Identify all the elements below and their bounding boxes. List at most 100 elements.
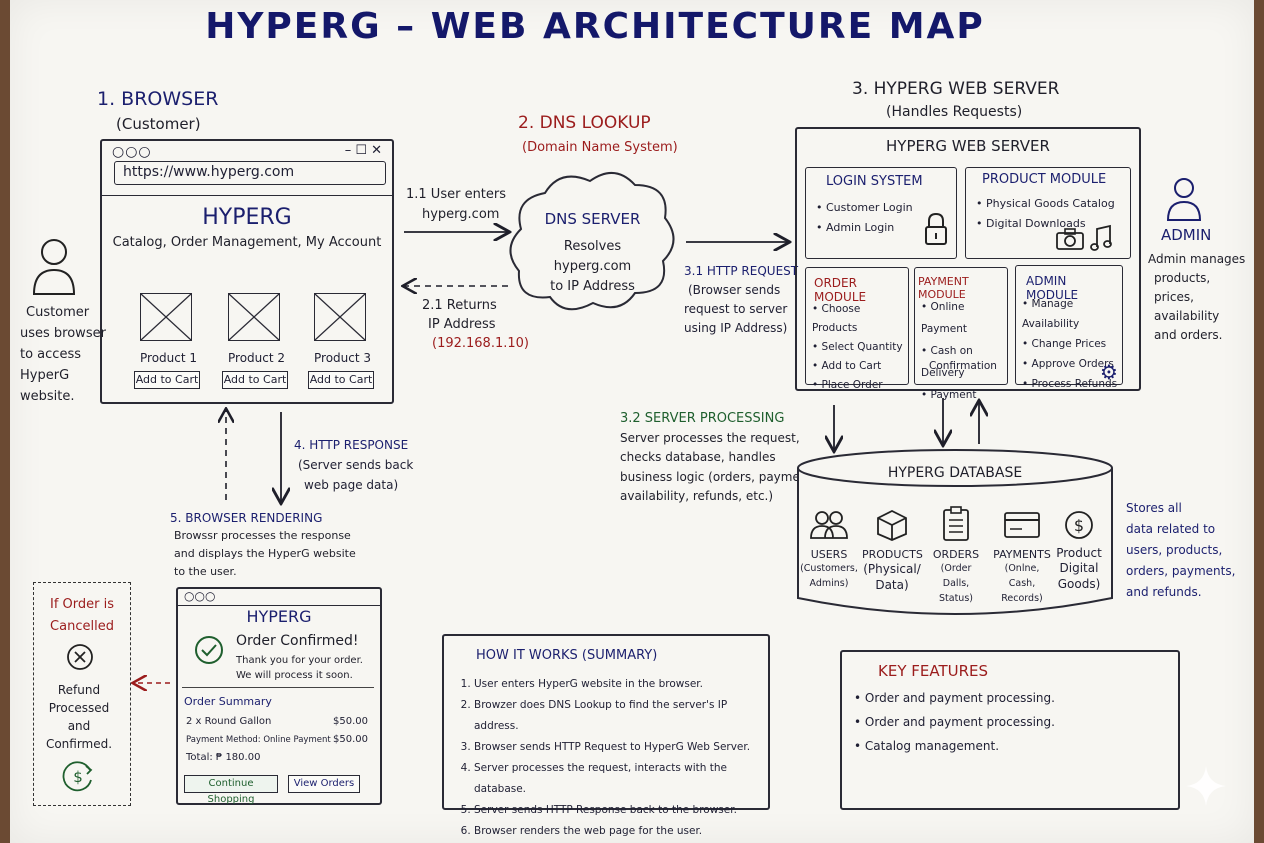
browser-brand: HYPERG	[202, 205, 292, 230]
cancelled-box	[33, 582, 131, 806]
db-table-orders: ORDERS (Order Dalls, Status)	[926, 506, 986, 606]
admin-item: Manage Availability	[1022, 294, 1122, 334]
url-text: https://www.hyperg.com	[123, 164, 295, 180]
product-module-title: PRODUCT MODULE	[982, 172, 1107, 187]
sparkle-icon	[1186, 766, 1226, 806]
padlock-icon	[925, 212, 947, 245]
payment-item-continued: Confirmation	[929, 360, 997, 372]
dns-server-description: Resolves hyperg.com to IP Address	[550, 239, 635, 294]
payment-item: Payment	[921, 384, 1007, 406]
camera-icon	[1056, 228, 1084, 250]
feature-item: Order and payment processing.	[854, 710, 1055, 734]
window-controls[interactable]: – ☐ ✕	[344, 143, 382, 158]
refund-dollar-icon: $	[62, 761, 93, 792]
how-it-works-box: HOW IT WORKS (SUMMARY) User enters Hyper…	[442, 634, 770, 837]
how-step: Browser sends HTTP Request to HyperG Web…	[474, 737, 768, 758]
step-4-label: 4. HTTP RESPONSE (Server sends back web …	[294, 438, 414, 492]
feature-item: Order and payment processing.	[854, 686, 1055, 710]
window-dots: ○○○	[184, 589, 216, 603]
key-features-title: KEY FEATURES	[878, 662, 989, 680]
customer-person-icon	[32, 239, 76, 295]
browser-heading: 1. BROWSER	[97, 88, 219, 110]
customer-description: Customer uses browser to access HyperG w…	[20, 305, 106, 404]
dns-server-label: DNS SERVER	[544, 210, 641, 228]
admin-item: Approve Orders	[1022, 354, 1122, 374]
order-confirmation-window: ○○○ HYPERG Order Confirmed! Thank you fo…	[176, 587, 382, 805]
check-circle-icon	[195, 636, 223, 664]
clipboard-icon	[943, 506, 969, 541]
payment-item: Online Payment	[921, 296, 1007, 340]
server-heading: 3. HYPERG WEB SERVER	[852, 79, 1060, 99]
server-subheading: (Handles Requests)	[886, 104, 1023, 120]
web-server-box: HYPERG WEB SERVER LOGIN SYSTEM Customer …	[795, 127, 1141, 401]
login-item: Customer Login	[816, 198, 913, 218]
db-table-digital: $ Product Digital Goods)	[1052, 510, 1106, 592]
add-to-cart-button-1[interactable]: Add to Cart	[134, 371, 200, 389]
key-features-box: KEY FEATURES Order and payment processin…	[840, 650, 1180, 810]
box-icon	[877, 509, 907, 541]
database-cylinder	[797, 449, 1113, 615]
admin-label: ADMIN	[1161, 226, 1212, 244]
step-5-label: 5. BROWSER RENDERING Browssr processes t…	[170, 511, 356, 578]
browser-nav[interactable]: Catalog, Order Management, My Account	[112, 235, 382, 250]
db-table-products: PRODUCTS (Physical/ Data)	[862, 508, 923, 593]
view-orders-button[interactable]: View Orders	[288, 775, 360, 793]
payment-module: PAYMENT MODULE Online Payment Cash on De…	[914, 267, 1008, 401]
window-dots: ○○○	[112, 144, 152, 160]
users-icon	[810, 511, 848, 539]
confirm-title: Order Confirmed!	[236, 633, 359, 649]
admin-item: Change Prices	[1022, 334, 1122, 354]
admin-module: ADMIN MODULE Manage Availability Change …	[1015, 265, 1123, 390]
music-note-icon	[1090, 224, 1112, 251]
add-to-cart-button-3[interactable]: Add to Cart	[308, 371, 374, 389]
product-1-name: Product 1	[140, 351, 198, 365]
cancelled-label: If Order is Cancelled	[49, 597, 114, 634]
credit-card-icon	[1004, 512, 1040, 538]
admin-description: Admin manages products, prices, availabi…	[1148, 252, 1246, 342]
how-step: Browzer does DNS Lookup to find the serv…	[474, 695, 768, 737]
admin-person-icon	[1166, 178, 1202, 221]
login-system-module: LOGIN SYSTEM Customer Login Admin Login	[805, 167, 957, 259]
how-it-works-title: HOW IT WORKS (SUMMARY)	[476, 648, 658, 663]
order-item: Choose Products	[812, 300, 908, 338]
db-table-payments: PAYMENTS (Onlne, Cash, Records)	[990, 512, 1054, 606]
database-title: HYPERG DATABASE	[887, 465, 1023, 481]
dns-subheading: (Domain Name System)	[522, 140, 678, 155]
dollar-coin-icon: $	[1065, 511, 1093, 539]
payment-item: Cash on Delivery	[921, 340, 1007, 384]
svg-text:$: $	[1074, 516, 1084, 535]
product-2-name: Product 2	[228, 351, 286, 365]
product-3-image	[314, 293, 366, 341]
add-to-cart-button-2[interactable]: Add to Cart	[222, 371, 288, 389]
product-item: Physical Goods Catalog	[976, 194, 1115, 214]
summary-row: Total: ₱ 180.00	[186, 752, 261, 763]
admin-item: Process Refunds	[1022, 374, 1122, 394]
feature-item: Catalog management.	[854, 734, 1055, 758]
order-summary-title: Order Summary	[184, 695, 272, 708]
product-1-image	[140, 293, 192, 341]
web-server-title: HYPERG WEB SERVER	[886, 137, 1050, 155]
svg-text:$: $	[73, 768, 83, 786]
step-2-1-label: 2.1 Returns IP Address (192.168.1.10)	[422, 298, 529, 351]
dns-heading: 2. DNS LOOKUP	[518, 113, 651, 133]
how-step: Server sends HTTP Response back to the b…	[474, 800, 768, 821]
browser-window: ○○○ – ☐ ✕ https://www.hyperg.com HYPERG …	[100, 139, 394, 404]
db-table-users: USERS (Customers, Admins)	[800, 510, 858, 591]
cancel-x-icon	[67, 644, 93, 670]
how-step: User enters HyperG website in the browse…	[474, 674, 768, 695]
browser-subheading: (Customer)	[116, 115, 201, 133]
confirm-brand: HYPERG	[246, 607, 312, 626]
product-2-image	[228, 293, 280, 341]
order-module: ORDER MODULE Choose Products Select Quan…	[805, 267, 909, 391]
continue-shopping-button[interactable]: Continue Shopping	[184, 775, 278, 805]
login-item: Admin Login	[816, 218, 913, 238]
product-3-name: Product 3	[314, 351, 372, 365]
order-item: Select Quantity	[812, 338, 908, 357]
order-item: Add to Cart	[812, 357, 908, 376]
address-bar[interactable]: https://www.hyperg.com	[114, 161, 386, 185]
step-3-2-label: 3.2 SERVER PROCESSING Server processes t…	[620, 411, 823, 503]
order-item: Place Order	[812, 376, 908, 395]
step-3-1-label: 3.1 HTTP REQUEST (Browser sends request …	[684, 264, 799, 335]
product-module: PRODUCT MODULE Physical Goods Catalog Di…	[965, 167, 1131, 259]
step-1-1-label: 1.1 User enters hyperg.com	[406, 187, 507, 222]
